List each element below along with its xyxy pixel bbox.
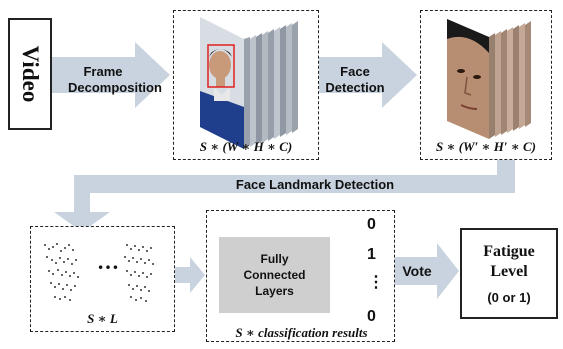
fully-connected-layers-box: Fully Connected Layers <box>219 237 330 313</box>
fatigue-level-box: Fatigue Level (0 or 1) <box>460 228 558 319</box>
frame-decomposition-label: Frame Decomposition <box>68 64 162 95</box>
frame-stack-layers <box>244 21 298 149</box>
arrow-landmarks-to-classifier <box>174 257 205 293</box>
arrow-face-detection <box>318 42 417 108</box>
fatigue-level-label: Fatigue Level <box>483 243 535 280</box>
output-value: 1 <box>367 246 376 263</box>
face-landmark-detection-label: Face Landmark Detection <box>235 177 395 192</box>
output-ellipsis: ⋮ <box>368 274 384 291</box>
face-detection-label: Face Detection <box>325 64 385 95</box>
frames-box: S ∗ (W ∗ H ∗ C) <box>173 10 319 160</box>
face-photo <box>447 19 489 139</box>
landmark-set-right <box>124 244 154 302</box>
landmark-ellipsis: … <box>97 249 119 274</box>
output-value: 0 <box>367 216 376 233</box>
arrow-face-landmark-detection <box>54 160 515 232</box>
frame-photo <box>200 17 244 149</box>
face-stack-layers <box>489 21 531 139</box>
video-input-box: Video <box>8 18 52 130</box>
fully-connected-layers-label: Fully Connected Layers <box>243 252 306 298</box>
video-label: Video <box>18 45 43 103</box>
arrow-frame-decomposition <box>50 42 170 108</box>
arrow-vote <box>394 243 459 299</box>
classification-caption: S ∗ classification results <box>235 325 368 340</box>
face-stack-image <box>447 19 531 139</box>
vote-label: Vote <box>402 263 432 279</box>
landmark-points-image <box>44 243 154 302</box>
faces-box: S ∗ (W′ ∗ H′ ∗ C) <box>420 10 552 160</box>
landmarks-caption: S ∗ L <box>87 311 118 326</box>
landmarks-box: … S ∗ L <box>30 226 175 332</box>
landmark-set-left <box>44 243 79 301</box>
faces-caption: S ∗ (W′ ∗ H′ ∗ C) <box>436 139 536 154</box>
frame-stack-image <box>200 17 298 149</box>
output-value: 0 <box>367 308 376 325</box>
fatigue-level-values: (0 or 1) <box>487 290 531 305</box>
frames-caption: S ∗ (W ∗ H ∗ C) <box>199 139 293 154</box>
